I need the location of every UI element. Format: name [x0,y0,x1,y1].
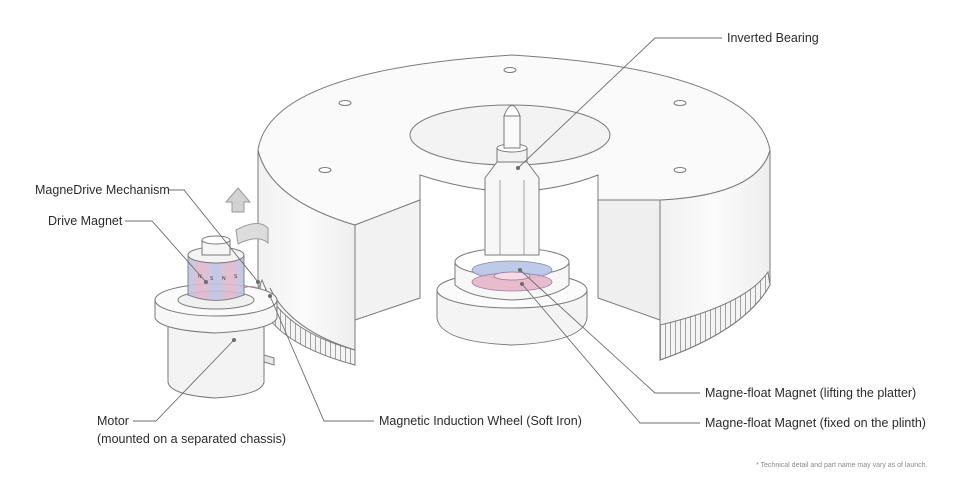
rotation-arrow [235,223,269,245]
leader-motor [133,339,235,422]
leader-induction-wheel [269,295,374,422]
label-drive-magnet: Drive Magnet [48,214,123,228]
label-motor-detail: (mounted on a separated chassis) [97,432,286,446]
motor-assembly [154,187,278,399]
label-float-magnet-lifting: Magne-float Magnet (lifting the platter) [705,386,917,400]
label-inverted-bearing: Inverted Bearing [727,31,819,45]
leader-drive-magnet [125,220,207,283]
magnet-pole-letters: N S N S [198,274,238,282]
inverted-bearing [484,105,540,256]
pole-2: S [210,276,214,282]
leader-inverted-bearing [517,37,722,169]
leader-magnedrive [169,189,259,283]
motor-body [167,317,265,399]
drive-magnet-ring [187,254,245,301]
cutaway-right-face [597,199,661,321]
pole-1: N [198,274,202,280]
label-motor: Motor [97,414,129,428]
leader-lines [125,37,722,424]
pole-3: N [222,276,226,282]
induction-ring-right [659,270,771,361]
leader-float-lift [519,269,700,394]
pole-4: S [234,274,238,280]
magne-float-magnets [471,260,553,292]
cutaway-left-face [354,199,421,321]
label-induction-wheel: Magnetic Induction Wheel (Soft Iron) [379,414,582,428]
label-magnedrive-mechanism: MagneDrive Mechanism [35,183,170,197]
leader-float-fixed [521,283,700,424]
label-float-magnet-fixed: Magne-float Magnet (fixed on the plinth) [705,416,926,430]
footnote: * Technical detail and part name may var… [756,462,928,469]
